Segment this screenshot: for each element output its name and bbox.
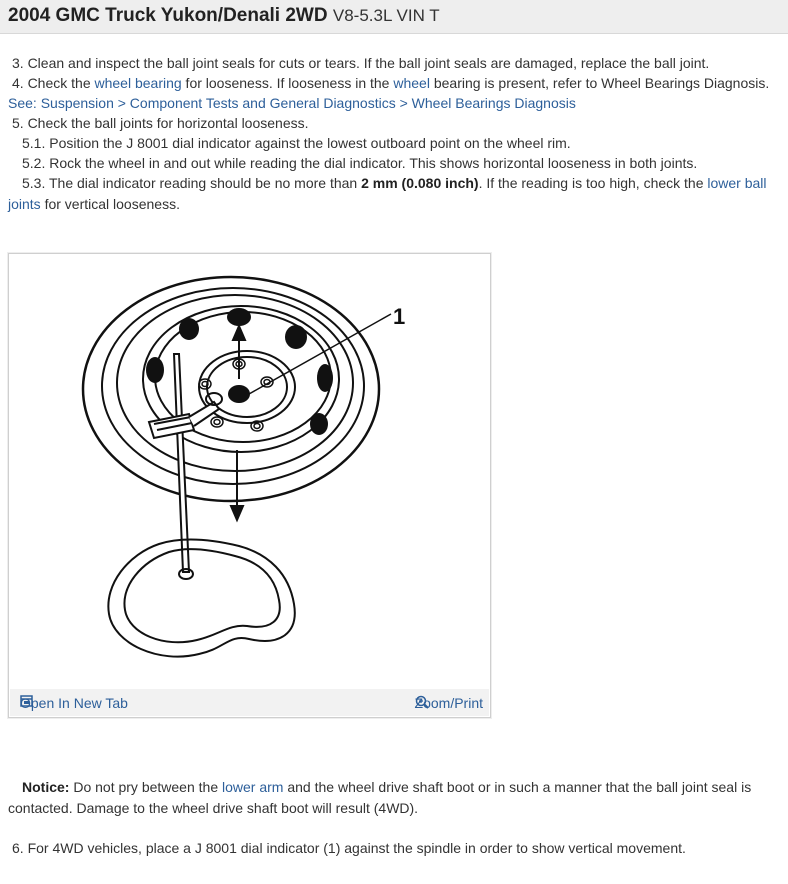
- lower-ball-joints-link-cont[interactable]: joints: [8, 196, 41, 212]
- wheel-bearing-link[interactable]: wheel bearing: [94, 75, 182, 91]
- page-title: 2004 GMC Truck Yukon/Denali 2WD V8-5.3L …: [8, 5, 440, 27]
- vehicle-title: 2004 GMC Truck Yukon/Denali 2WD: [8, 5, 328, 26]
- step-5-3-text: 5.3. The dial indicator reading should b…: [22, 175, 362, 191]
- step-4-text-2: for looseness. If looseness in the: [181, 75, 394, 91]
- engine-spec: V8-5.3L VIN T: [332, 6, 440, 25]
- step-4: 4. Check the wheel bearing for looseness…: [12, 73, 769, 93]
- open-in-new-tab-label: Open In New Tab: [20, 695, 128, 711]
- step-6: 6. For 4WD vehicles, place a J 8001 dial…: [12, 840, 686, 856]
- step-3: 3. Clean and inspect the ball joint seal…: [12, 55, 710, 71]
- lower-arm-link[interactable]: lower arm: [222, 779, 284, 795]
- notice-line-1: Notice: Do not pry between the lower arm…: [22, 777, 751, 797]
- zoom-print-label: Zoom/Print: [414, 695, 483, 711]
- open-tab-icon: [20, 695, 33, 707]
- step-4-text-3: bearing is present, refer to Wheel Beari…: [429, 75, 770, 91]
- zoom-print-link[interactable]: Zoom/Print: [415, 695, 483, 711]
- step-5-3-text-2: . If the reading is too high, check the: [478, 175, 708, 191]
- step-5-1: 5.1. Position the J 8001 dial indicator …: [22, 135, 571, 151]
- step-5-3-text-3: for vertical looseness.: [40, 196, 180, 212]
- step-5: 5. Check the ball joints for horizontal …: [12, 115, 309, 131]
- step-5-3: 5.3. The dial indicator reading should b…: [22, 173, 767, 193]
- figure-toolbar: Open In New Tab Zoom/Print: [10, 689, 489, 716]
- step-4-text: 4. Check the: [12, 75, 95, 91]
- see-reference: See: Suspension > Component Tests and Ge…: [8, 93, 576, 113]
- page-header: 2004 GMC Truck Yukon/Denali 2WD V8-5.3L …: [0, 0, 788, 34]
- notice-text: Do not pry between the: [69, 779, 222, 795]
- spec-value: 2 mm (0.080 inch): [361, 175, 479, 191]
- figure-panel: 1 Open In New Tab Zoom/Print: [8, 253, 491, 718]
- lower-ball-joints-link[interactable]: lower ball: [707, 175, 767, 191]
- notice-line-2: contacted. Damage to the wheel drive sha…: [8, 800, 419, 816]
- open-in-new-tab-link[interactable]: Open In New Tab: [20, 695, 128, 711]
- wheel-link[interactable]: wheel: [393, 75, 430, 91]
- step-5-2: 5.2. Rock the wheel in and out while rea…: [22, 155, 698, 171]
- callout-1: 1: [393, 304, 405, 329]
- zoom-icon: [415, 695, 429, 709]
- notice-label: Notice:: [22, 779, 70, 795]
- step-5-3-cont: joints for vertical looseness.: [8, 194, 180, 214]
- dial-indicator-illustration: 1: [81, 275, 405, 658]
- wheel-bearings-diagnosis-link[interactable]: See: Suspension > Component Tests and Ge…: [8, 95, 576, 111]
- notice-text-2: and the wheel drive shaft boot or in suc…: [283, 779, 752, 795]
